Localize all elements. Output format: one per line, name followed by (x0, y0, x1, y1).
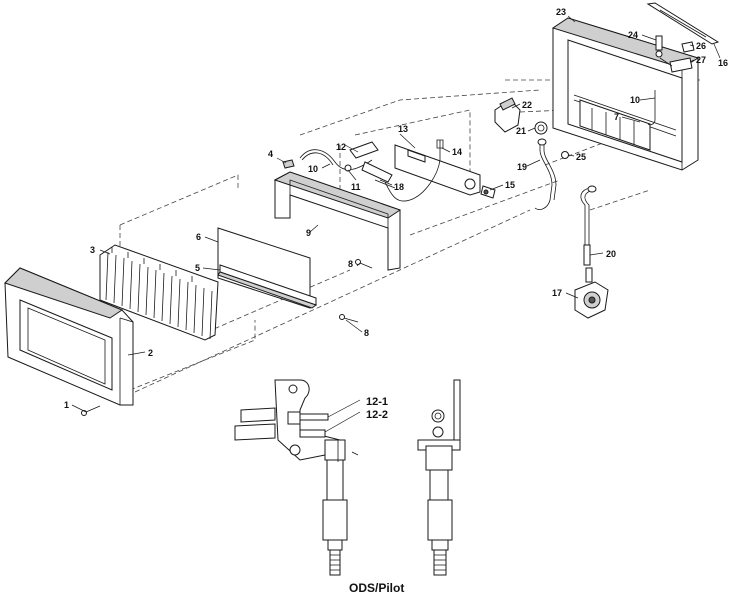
label-part-7: 7 (614, 112, 619, 122)
label-part-12-1: 12-1 (366, 396, 388, 408)
top-strip-16 (646, 2, 720, 45)
label-part-10-right: 10 (630, 95, 640, 105)
label-part-16: 16 (718, 58, 728, 68)
label-part-24: 24 (628, 30, 638, 40)
detail-caption: ODS/Pilot (349, 581, 404, 595)
label-part-18: 18 (394, 182, 404, 192)
regulator-22 (494, 97, 521, 133)
gas-tube-19 (534, 138, 557, 210)
label-part-2: 2 (148, 348, 153, 358)
label-part-11: 11 (351, 182, 361, 192)
label-part-3: 3 (90, 245, 95, 255)
front-cabinet-frame (4, 267, 134, 406)
label-part-22: 22 (522, 100, 532, 110)
bracket-27 (659, 57, 693, 73)
gas-tube-20 (580, 185, 597, 266)
fitting-26 (681, 41, 695, 53)
label-part-27: 27 (696, 55, 706, 65)
label-part-26: 26 (696, 41, 706, 51)
label-part-12-2: 12-2 (366, 409, 388, 421)
label-part-17: 17 (552, 288, 562, 298)
pilot-tubing (299, 141, 396, 189)
label-part-14: 14 (452, 147, 462, 157)
thermocouple-line (384, 139, 444, 202)
label-part-8-upper: 8 (348, 259, 353, 269)
label-part-4: 4 (268, 149, 273, 159)
label-part-15: 15 (505, 180, 515, 190)
part-labels: 1 2 3 4 5 6 7 8 8 9 10 10 11 12 12-1 12-… (64, 7, 728, 421)
label-part-25: 25 (576, 152, 586, 162)
label-part-6: 6 (196, 232, 201, 242)
grille-bars (105, 247, 213, 340)
rear-cabinet (551, 17, 700, 171)
screw-8-lower (339, 314, 359, 323)
label-part-12: 12 (336, 142, 346, 152)
panel-bottom-bracket (217, 264, 318, 309)
label-part-13: 13 (398, 124, 408, 134)
label-part-19: 19 (517, 162, 527, 172)
label-part-5: 5 (195, 263, 200, 273)
label-part-1: 1 (64, 400, 69, 410)
front-grille (99, 244, 219, 341)
label-part-23: 23 (556, 7, 566, 17)
label-part-10-left: 10 (308, 164, 318, 174)
label-part-9: 9 (306, 228, 311, 238)
burner-box (273, 171, 402, 271)
ods-pilot-side-view (417, 379, 461, 576)
leader-lines (71, 15, 721, 433)
gauge-21 (534, 121, 548, 135)
screw-4 (282, 159, 295, 169)
ods-pilot-front-view (234, 379, 359, 576)
label-part-21: 21 (516, 126, 526, 136)
label-part-8-lower: 8 (364, 328, 369, 338)
fitting-15 (480, 185, 496, 199)
label-part-20: 20 (606, 249, 616, 259)
control-valve-17 (574, 267, 609, 319)
screw-8-upper (355, 259, 373, 269)
fitting-24 (655, 35, 663, 58)
nut-25 (561, 151, 569, 159)
